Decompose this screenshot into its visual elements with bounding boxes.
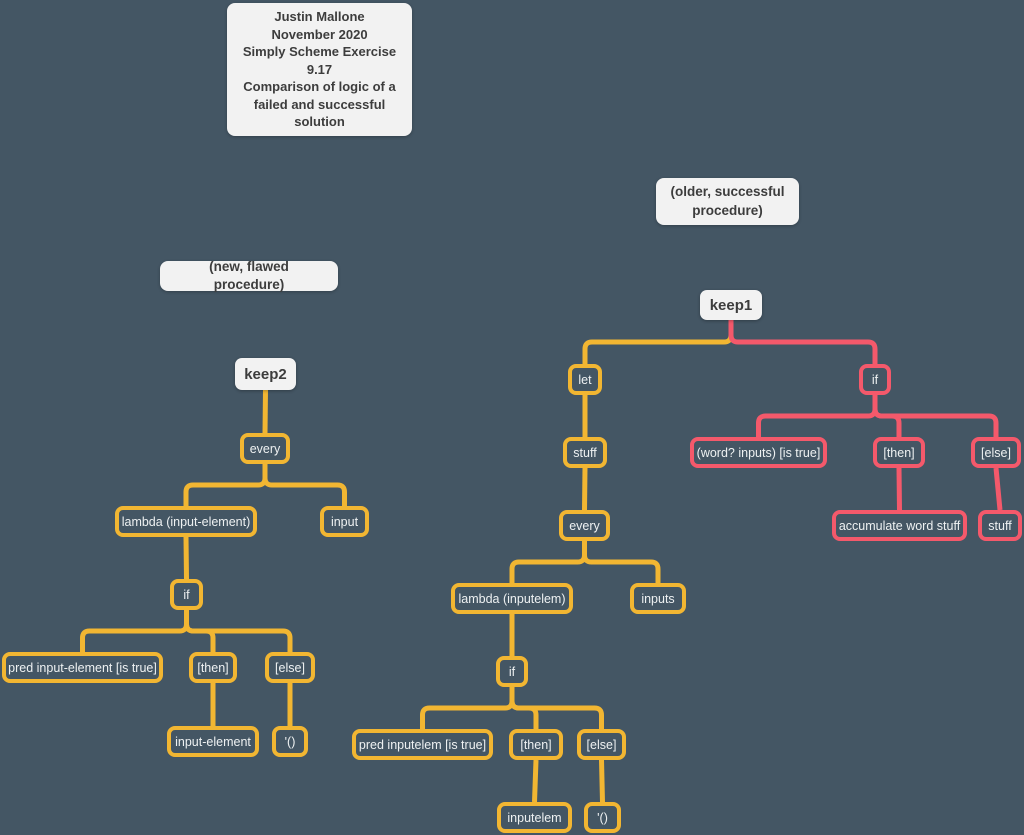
edge-every-r-lambda-r bbox=[509, 541, 587, 583]
node-if-r: if bbox=[496, 656, 528, 687]
node-every-r: every bbox=[559, 510, 610, 541]
new-procedure-label: (new, flawed procedure) bbox=[160, 259, 338, 292]
edge-stuff-y-every-r bbox=[582, 467, 588, 511]
node-keep2: keep2 bbox=[235, 358, 296, 390]
node-if-l: if bbox=[170, 579, 203, 610]
edge-if-l-pred-l bbox=[80, 610, 189, 652]
node-every-l: every bbox=[240, 433, 290, 464]
node-accumulate: accumulate word stuff bbox=[832, 510, 967, 541]
node-inputs-r: inputs bbox=[630, 583, 686, 614]
node-then-r: [then] bbox=[509, 729, 563, 760]
node-quote-l: '() bbox=[272, 726, 308, 757]
node-word-pred: (word? inputs) [is true] bbox=[690, 437, 827, 468]
node-pred-r: pred inputelem [is true] bbox=[352, 729, 493, 760]
edge-then-r-inputelem-r bbox=[532, 759, 539, 803]
node-pred-l: pred input-element [is true] bbox=[2, 652, 163, 683]
older-procedure-label: (older, successful procedure) bbox=[656, 178, 799, 225]
edge-if-r-else-r bbox=[509, 687, 604, 729]
node-else-l: [else] bbox=[265, 652, 315, 683]
edge-if-r-pred-r bbox=[420, 687, 515, 729]
node-input-element-l: input-element bbox=[167, 726, 259, 757]
edge-keep1-let bbox=[582, 320, 734, 364]
title-card: Justin Mallone November 2020 Simply Sche… bbox=[227, 3, 412, 136]
edge-every-r-inputs-r bbox=[582, 541, 661, 583]
edge-every-l-input-l bbox=[262, 464, 347, 506]
edge-keep2-every-l bbox=[262, 389, 268, 434]
node-if-red: if bbox=[859, 364, 891, 395]
edge-else-r-quote-r bbox=[599, 759, 605, 803]
node-stuff-red: stuff bbox=[978, 510, 1022, 541]
edge-if-red-else-red bbox=[872, 395, 999, 437]
node-lambda-l: lambda (input-element) bbox=[115, 506, 257, 537]
node-quote-r: '() bbox=[584, 802, 621, 833]
edge-keep1-if-red bbox=[728, 320, 878, 364]
edge-else-red-stuff-red bbox=[993, 467, 1003, 511]
node-else-r: [else] bbox=[577, 729, 626, 760]
edge-every-l-lambda-l bbox=[183, 464, 268, 506]
node-then-red: [then] bbox=[873, 437, 925, 468]
node-let: let bbox=[568, 364, 602, 395]
node-input-l: input bbox=[320, 506, 369, 537]
node-then-l: [then] bbox=[189, 652, 237, 683]
edge-then-red-accumulate bbox=[896, 467, 902, 511]
node-stuff-y: stuff bbox=[563, 437, 607, 468]
edge-if-l-else-l bbox=[184, 610, 293, 652]
node-keep1: keep1 bbox=[700, 290, 762, 320]
node-lambda-r: lambda (inputelem) bbox=[451, 583, 573, 614]
node-else-red: [else] bbox=[971, 437, 1021, 468]
edge-lambda-l-if-l bbox=[183, 536, 189, 580]
edge-if-red-word-pred bbox=[756, 395, 878, 437]
node-inputelem-r: inputelem bbox=[497, 802, 572, 833]
